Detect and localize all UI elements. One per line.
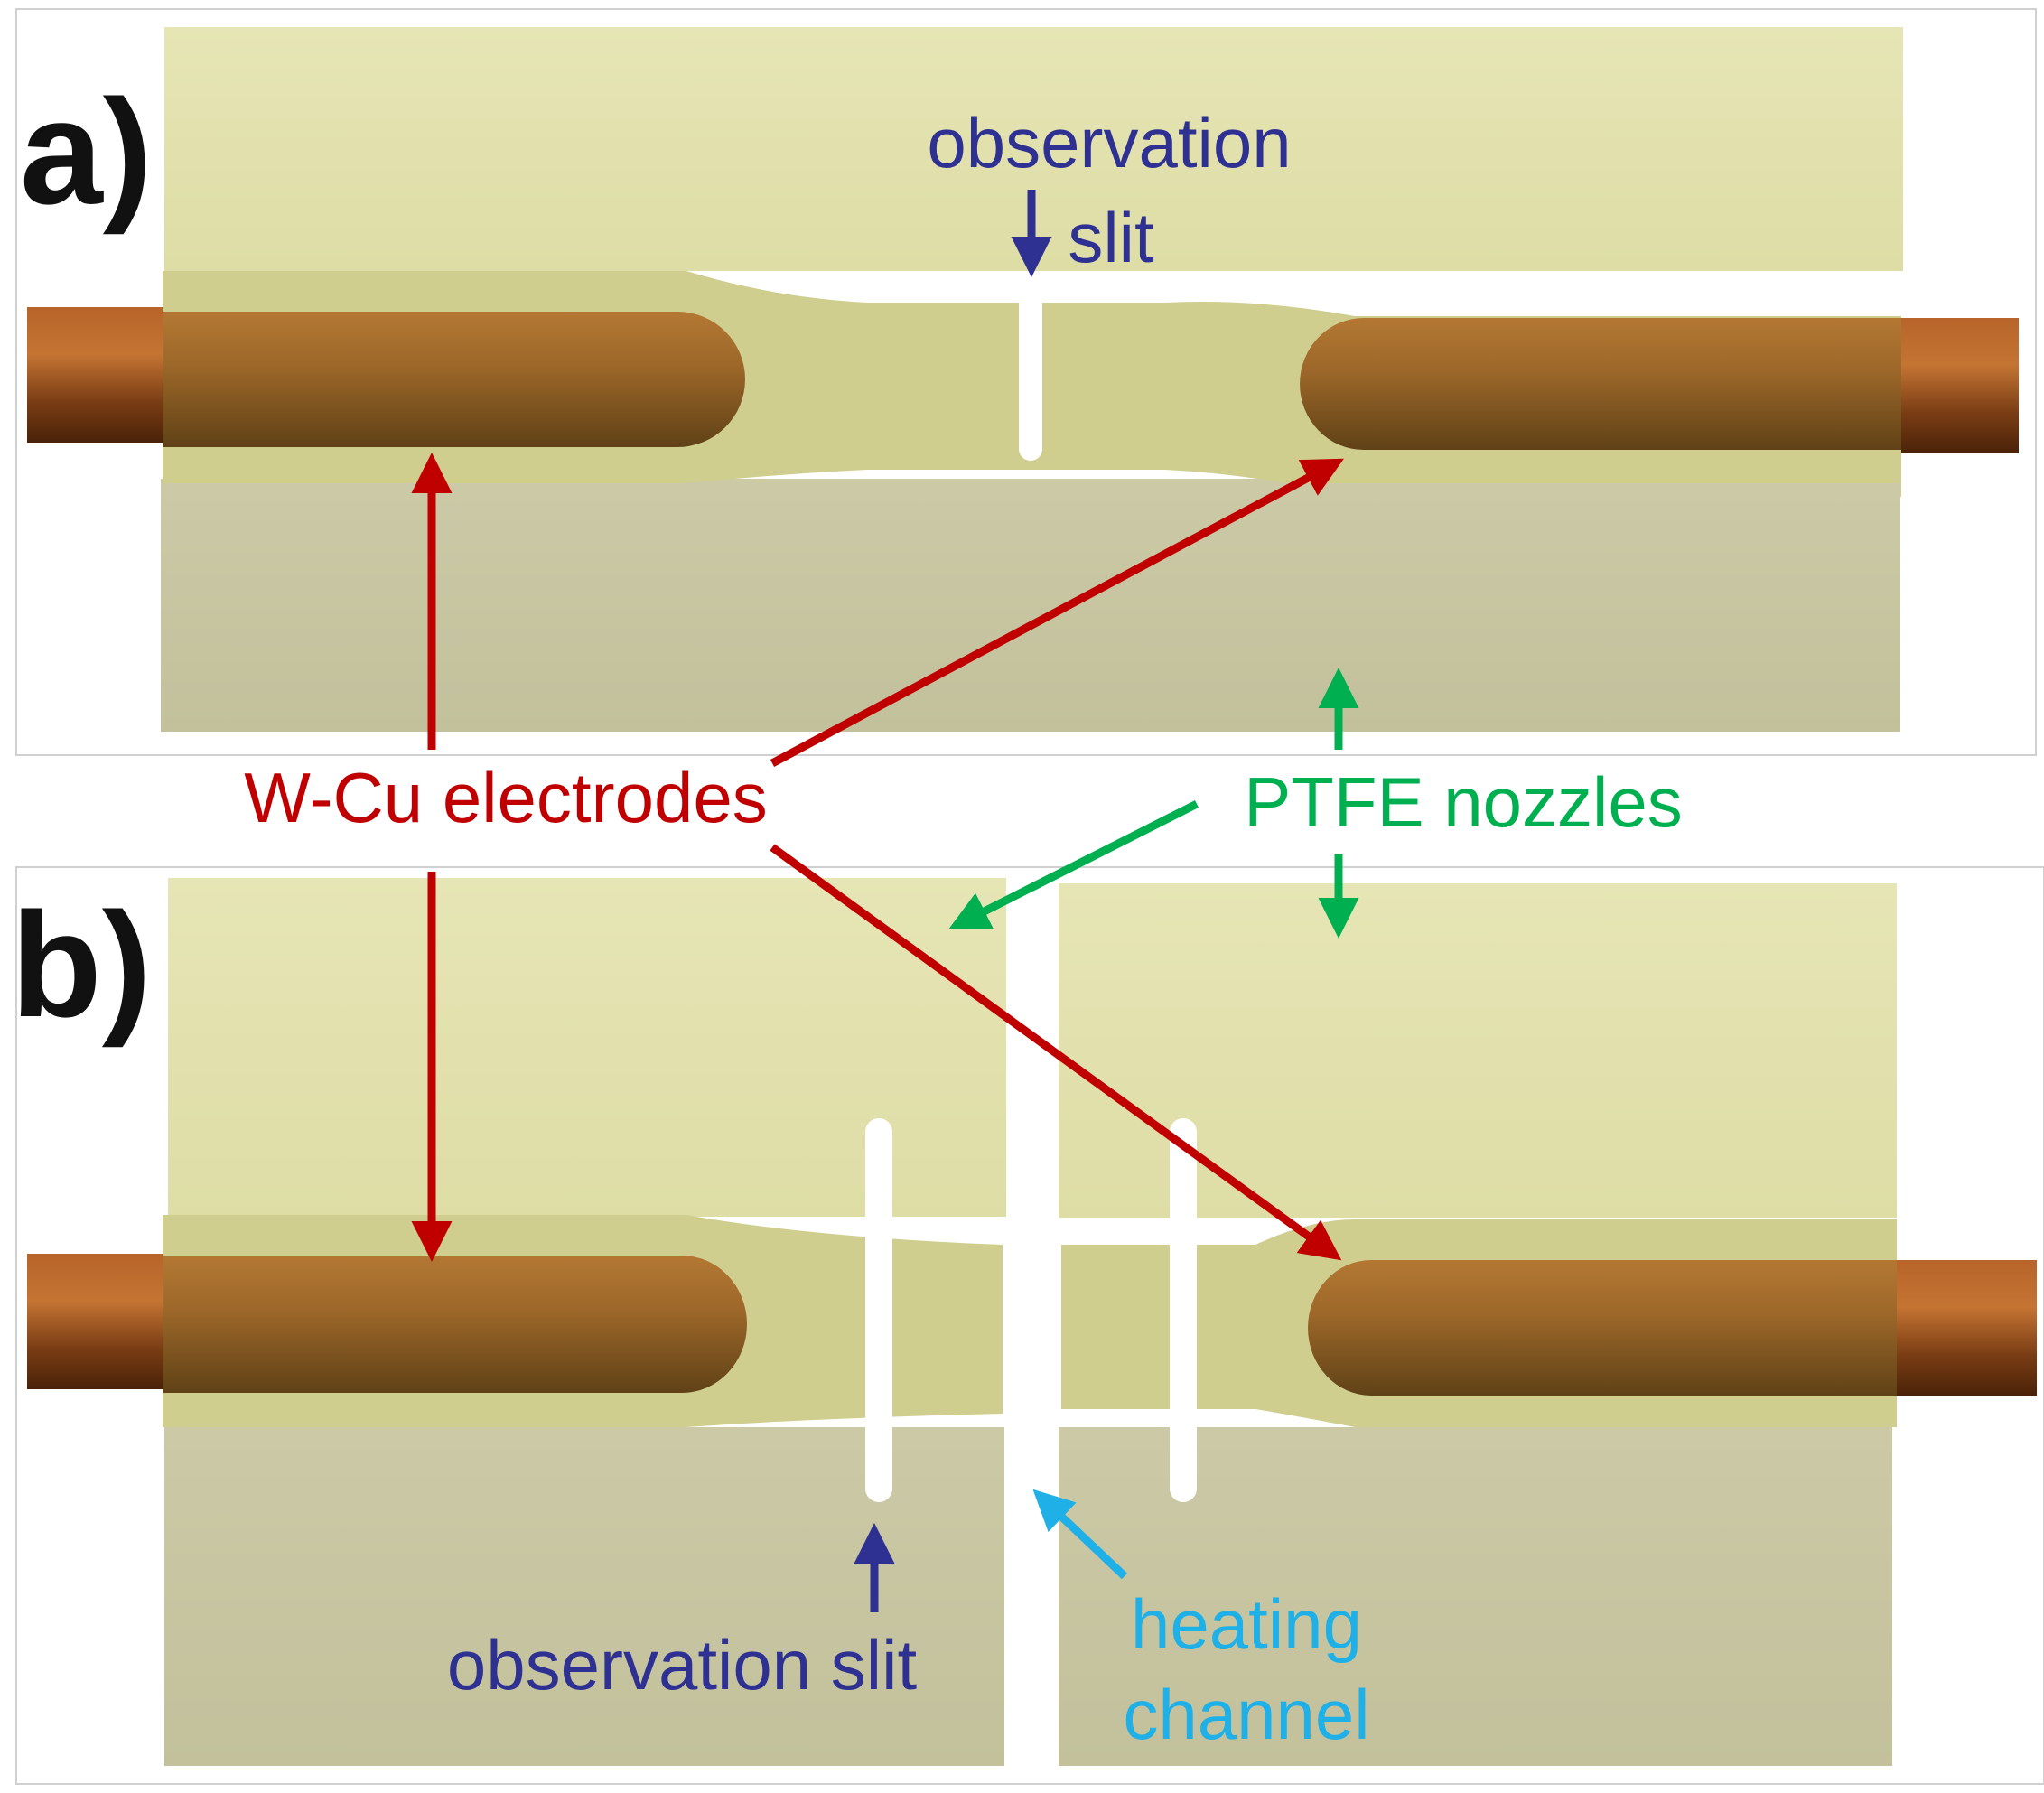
electrode-a-left <box>27 307 745 447</box>
heating-channel-label-line1: heating <box>1131 1584 1362 1664</box>
observation-slit-a-label-line1: observation <box>927 103 1291 182</box>
electrodes-callout: W-Cu electrodes <box>244 453 1344 1262</box>
electrode-a-right <box>1300 318 2019 453</box>
electrodes-label: W-Cu electrodes <box>244 758 767 837</box>
nozzles-label: PTFE nozzles <box>1244 762 1682 842</box>
observation-slit-a <box>1019 271 1042 461</box>
electrodes-arrow-a-right <box>770 458 1344 767</box>
electrodes-arrow-b-right <box>770 844 1342 1261</box>
panel-a: a) observation slit <box>15 8 2037 756</box>
heating-channel <box>1006 878 1059 1781</box>
panel-a-letter: a) <box>20 69 153 235</box>
panel-b-frame <box>15 866 2044 1785</box>
panel-a-frame <box>15 8 2037 756</box>
panel-b-letter: b) <box>11 882 152 1048</box>
panel-b: b) observation slit heating channel <box>11 866 2044 1785</box>
observation-slit-b-right <box>1170 1118 1197 1502</box>
observation-slit-a-label-line2: slit <box>1068 198 1154 277</box>
observation-slit-b-label: observation slit <box>447 1625 918 1704</box>
nozzle-b-left-lower <box>164 1427 1004 1766</box>
electrode-b-left <box>27 1254 747 1393</box>
nozzle-a-shade <box>161 483 1900 727</box>
electrode-b-right <box>1308 1260 2037 1396</box>
heating-channel-label-line2: channel <box>1123 1675 1369 1754</box>
nozzles-arrow-b-left <box>947 799 1199 930</box>
observation-slit-b-left <box>865 1118 892 1502</box>
nozzles-callout: PTFE nozzles <box>947 668 1683 939</box>
heating-channel-arrow <box>1032 1489 1128 1580</box>
